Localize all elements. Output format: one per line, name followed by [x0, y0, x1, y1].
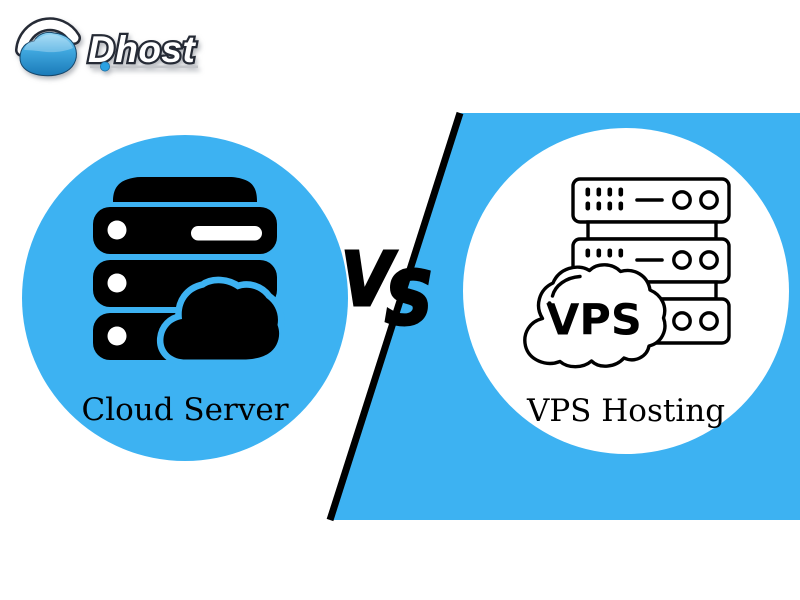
- vps-hosting-label: VPS Hosting: [526, 393, 726, 429]
- dhost-logo-graphic: Dhost: [15, 17, 198, 77]
- solid-cloud-icon: [156, 276, 285, 365]
- dhost-logo: Dhost: [12, 10, 202, 80]
- vps-cloud-text: VPS: [546, 296, 642, 346]
- vps-hosting-icon: VPS: [523, 177, 731, 369]
- rack-vent-dots: [585, 187, 624, 258]
- logo-cloud-icon: [15, 17, 81, 77]
- server-stack: [93, 177, 277, 360]
- logo-underline: [90, 65, 198, 69]
- rack-ports: [672, 190, 719, 331]
- versus-letter-v: V: [340, 237, 394, 323]
- vps-cloud-icon: VPS: [523, 263, 667, 369]
- logo-underline-dot: [100, 61, 111, 72]
- diagonal-divider: [326, 111, 464, 522]
- cloud-server-label: Cloud Server: [81, 392, 289, 428]
- rack-dashes: [635, 198, 664, 262]
- cloud-server-icon: [93, 177, 285, 365]
- versus-letter-s: S: [384, 256, 435, 342]
